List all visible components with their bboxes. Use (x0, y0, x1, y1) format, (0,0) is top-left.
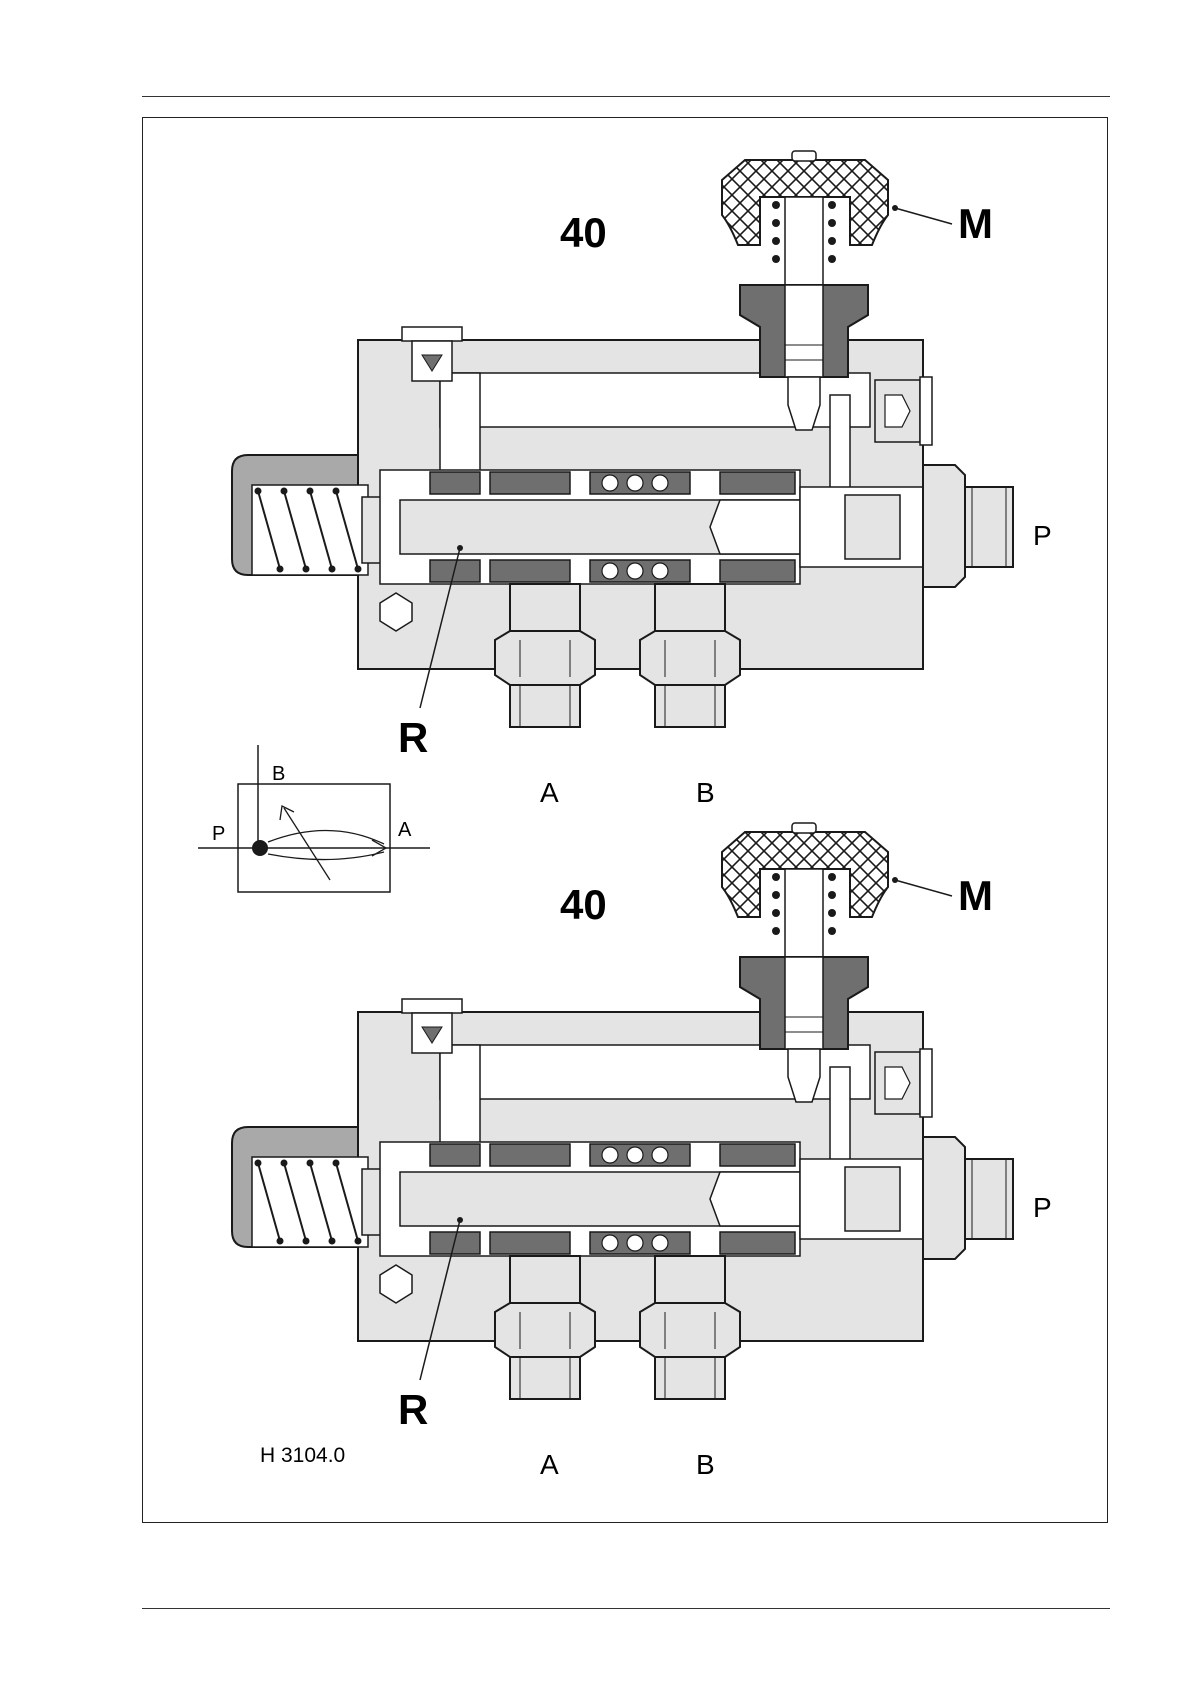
view-number: 40 (560, 209, 607, 256)
label-m: M (958, 872, 993, 919)
port-label-a: A (540, 1449, 559, 1480)
symbol-label-a: A (398, 819, 412, 841)
leader-m-dot (892, 205, 898, 211)
symbol-label-p: P (212, 823, 225, 845)
leader-r-dot (457, 1217, 463, 1223)
label-r: R (398, 1386, 428, 1433)
port-label-p: P (1033, 520, 1052, 551)
valve-view-2 (232, 823, 1013, 1399)
port-label-a: A (540, 777, 559, 808)
view-number: 40 (560, 881, 607, 928)
leader-r-dot (457, 545, 463, 551)
leader-m (895, 880, 952, 896)
valve-view-1 (232, 151, 1013, 727)
port-label-p: P (1033, 1192, 1052, 1223)
leader-m-dot (892, 877, 898, 883)
hydraulic-symbol (198, 745, 430, 892)
port-label-b: B (696, 777, 715, 808)
leader-m (895, 208, 952, 224)
drawing-code: H 3104.0 (260, 1444, 345, 1467)
label-m: M (958, 200, 993, 247)
label-r: R (398, 714, 428, 761)
symbol-label-b: B (272, 763, 285, 785)
port-label-b: B (696, 1449, 715, 1480)
